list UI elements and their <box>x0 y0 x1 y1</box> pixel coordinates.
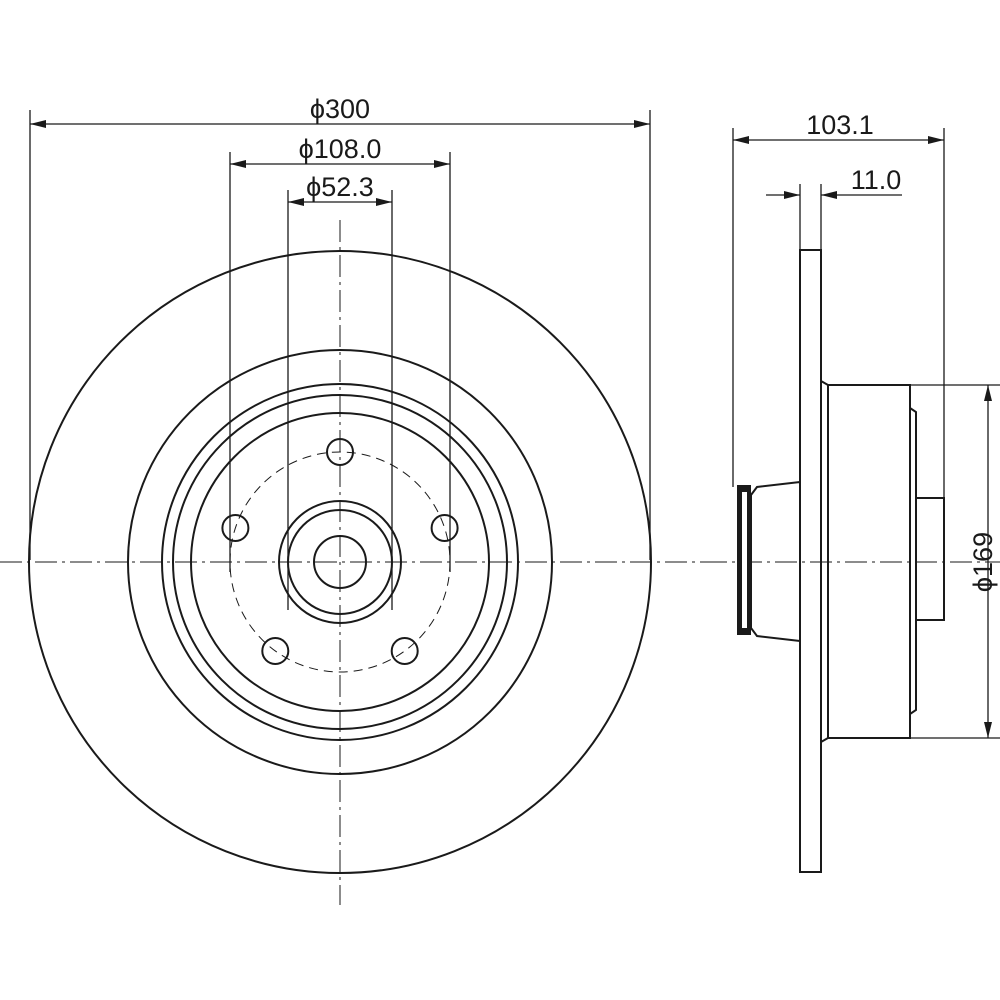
stud-holes <box>221 438 459 665</box>
dim-overall-height: 103.1 <box>732 110 945 498</box>
dim-outer-diameter: ϕ300 <box>29 94 651 560</box>
arrowhead <box>376 198 392 206</box>
disc-outer-edge <box>28 250 652 874</box>
hub-spigot <box>915 497 945 621</box>
arrowhead <box>784 191 800 199</box>
arrowhead <box>928 136 944 144</box>
arrowhead <box>733 136 749 144</box>
arrowhead <box>230 160 246 168</box>
hub-body <box>820 380 911 743</box>
center-bore <box>313 535 367 589</box>
stud-hole <box>326 438 354 466</box>
arrowhead <box>984 385 992 401</box>
hat-step-edge <box>172 394 508 730</box>
friction-ring-inner-edge <box>127 349 553 775</box>
dim-disc-thickness: 11.0 <box>766 165 902 250</box>
arrowhead <box>30 120 46 128</box>
hub-diameter-label: ϕ169 <box>968 532 998 592</box>
abs-seal-gap <box>742 492 747 628</box>
dim-center-bore: ϕ52.3 <box>287 172 393 610</box>
center-bore-label: ϕ52.3 <box>306 172 374 202</box>
arrowhead <box>434 160 450 168</box>
outer-diameter-label: ϕ300 <box>310 94 370 124</box>
arrowhead <box>634 120 650 128</box>
disc-thickness-label: 11.0 <box>851 165 902 195</box>
arrowhead <box>984 722 992 738</box>
disc-plate-section <box>799 249 822 873</box>
arrowhead <box>288 198 304 206</box>
dim-hub-diameter: ϕ169 <box>910 384 1000 739</box>
overall-height-label: 103.1 <box>806 110 874 140</box>
stud-hole <box>221 514 250 542</box>
pcd-label: ϕ108.0 <box>299 134 382 164</box>
hat-outer-edge <box>161 383 519 741</box>
dim-pcd: ϕ108.0 <box>229 134 451 572</box>
front-view <box>0 220 705 905</box>
hub-boss-outer <box>278 500 402 624</box>
arrowhead <box>821 191 837 199</box>
hub-face-edge <box>190 412 490 712</box>
stud-hole <box>430 514 459 542</box>
stud-hole <box>390 637 419 665</box>
side-view <box>705 249 1000 873</box>
stud-hole <box>261 637 290 665</box>
